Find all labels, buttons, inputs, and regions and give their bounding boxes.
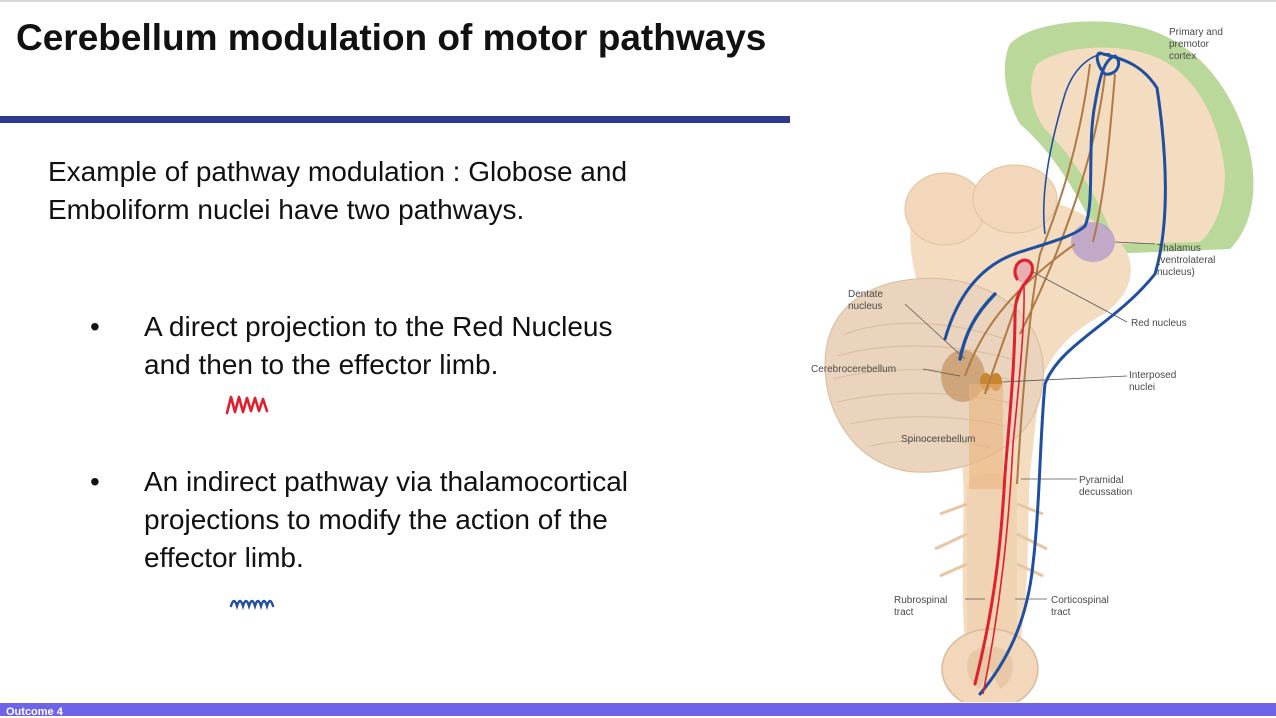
midbrain-lobe-right [972, 164, 1058, 234]
label-leader-lines [904, 241, 1156, 600]
grey-matter-shape [967, 646, 1013, 689]
top-rule [0, 0, 1276, 2]
cortex-inner-shape [1031, 47, 1225, 245]
spinocerebellum-band [969, 384, 1003, 489]
blue-pathway-thin-line [1042, 53, 1111, 235]
bullet-marker: • [90, 311, 100, 342]
blue-dentate-loop [958, 292, 997, 361]
label-cerebrocerebellum: Cerebrocerebellum [811, 364, 896, 375]
midbrain-lobe-left [904, 172, 986, 246]
label-red-nucleus: Red nucleus [1131, 318, 1187, 329]
red-pathway-line [973, 258, 1034, 686]
bullet-text-indirect: An indirect pathway via thalamocortical … [144, 466, 629, 573]
footer-bar: Outcome 4 [0, 703, 1276, 718]
slide-title: Cerebellum modulation of motor pathways [16, 17, 767, 58]
footer-outcome-label: Outcome 4 [6, 706, 63, 718]
blue-pathway-line [943, 51, 1167, 696]
label-spinocerebellum: Spinocerebellum [901, 434, 976, 445]
title-underline-bar [0, 116, 790, 123]
red-pathway-inner-line [982, 286, 1025, 695]
bullet-marker: • [90, 466, 100, 497]
red-scribble-annotation [225, 395, 269, 415]
blue-scribble-annotation [229, 599, 275, 611]
bullet-text-direct: A direct projection to the Red Nucleus a… [144, 311, 613, 380]
intro-paragraph: Example of pathway modulation : Globose … [48, 156, 628, 225]
spinal-cord-shape [967, 474, 1017, 644]
